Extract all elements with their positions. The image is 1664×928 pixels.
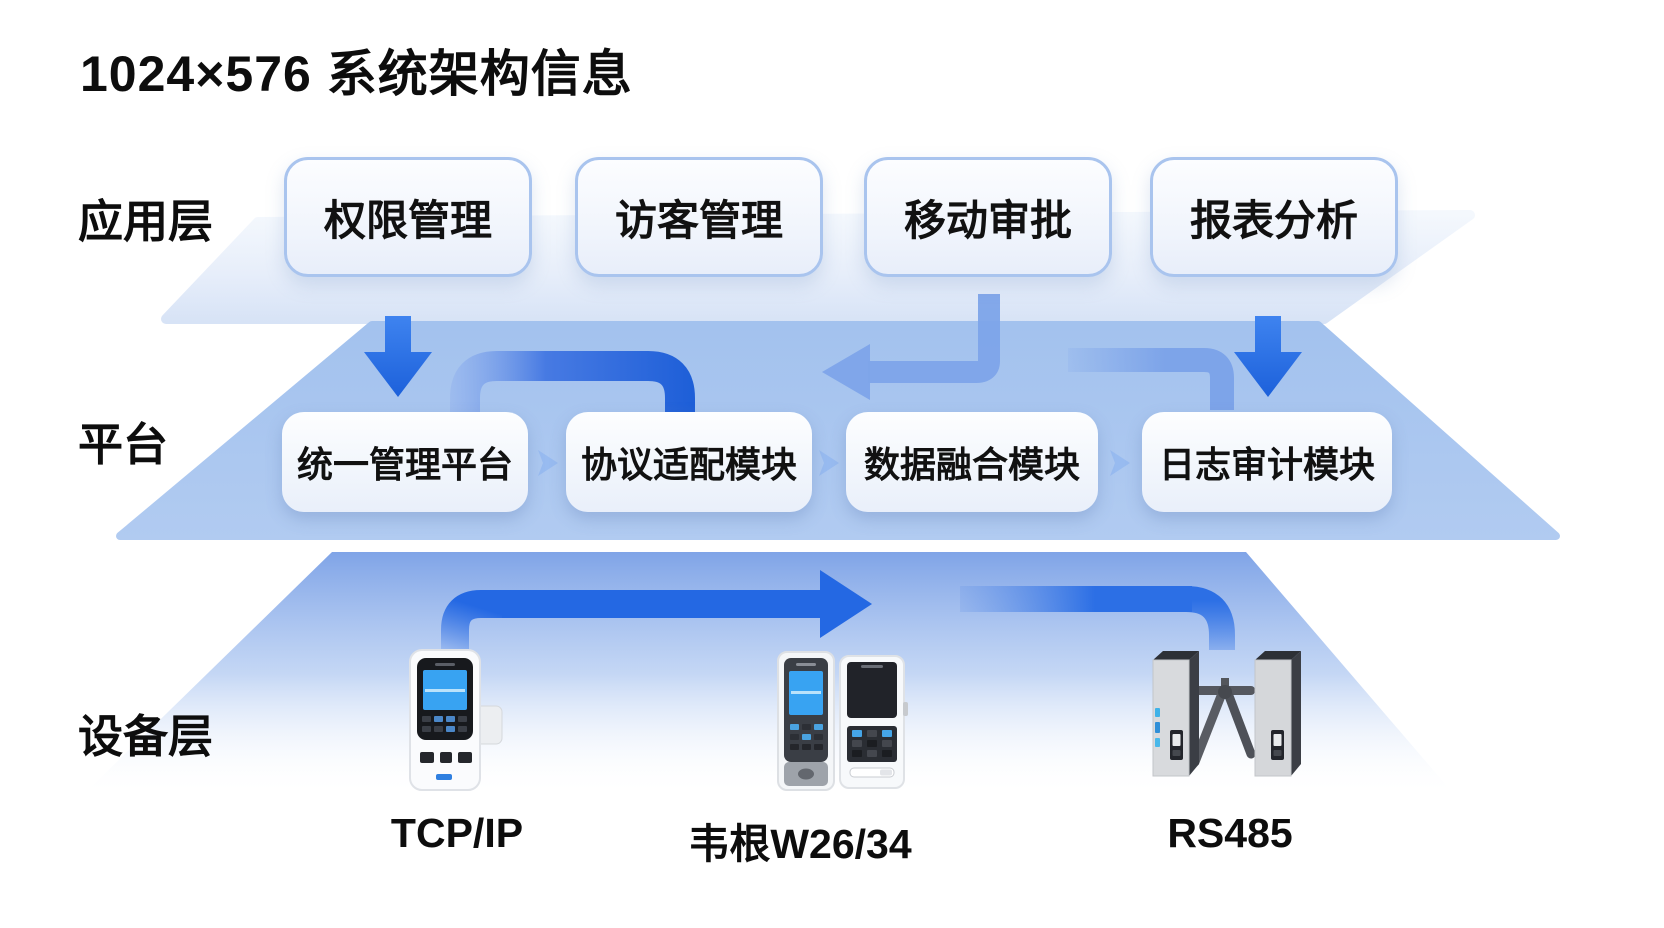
app-box-permission: 权限管理 bbox=[284, 157, 532, 277]
tripod-turnstile-icon bbox=[1152, 651, 1301, 777]
down-arrow-left bbox=[364, 316, 432, 397]
layer-label-platform: 平台 bbox=[78, 419, 169, 470]
platform-box-log-audit: 日志审计模块 bbox=[1142, 412, 1392, 512]
card-reader-pair-icon bbox=[777, 651, 908, 791]
device-flow-arrow bbox=[441, 570, 872, 658]
platform-box-data-fusion: 数据融合模块 bbox=[846, 412, 1098, 512]
elbow-connector-right bbox=[1068, 348, 1234, 410]
app-box-mobile-approval: 移动审批 bbox=[864, 157, 1112, 277]
layer-label-application: 应用层 bbox=[78, 196, 214, 247]
app-box-visitor: 访客管理 bbox=[575, 157, 823, 277]
bridge-connector bbox=[450, 351, 695, 418]
protocol-label-rs485: RS485 bbox=[1167, 810, 1293, 856]
page-title: 1024×576 系统架构信息 bbox=[80, 46, 633, 102]
down-arrow-right bbox=[1234, 316, 1302, 397]
chevron-right-icon bbox=[538, 450, 1130, 476]
access-terminal-icon bbox=[409, 649, 503, 791]
app-box-report: 报表分析 bbox=[1150, 157, 1398, 277]
platform-box-unified-management: 统一管理平台 bbox=[282, 412, 528, 512]
platform-box-protocol-adapter: 协议适配模块 bbox=[566, 412, 812, 512]
layer-label-device: 设备层 bbox=[78, 711, 214, 762]
protocol-label-tcpip: TCP/IP bbox=[390, 810, 524, 856]
left-arrow-connector bbox=[822, 294, 1000, 400]
protocol-label-wiegand: 韦根W26/34 bbox=[688, 821, 912, 867]
device-elbow-arrow bbox=[960, 586, 1235, 650]
